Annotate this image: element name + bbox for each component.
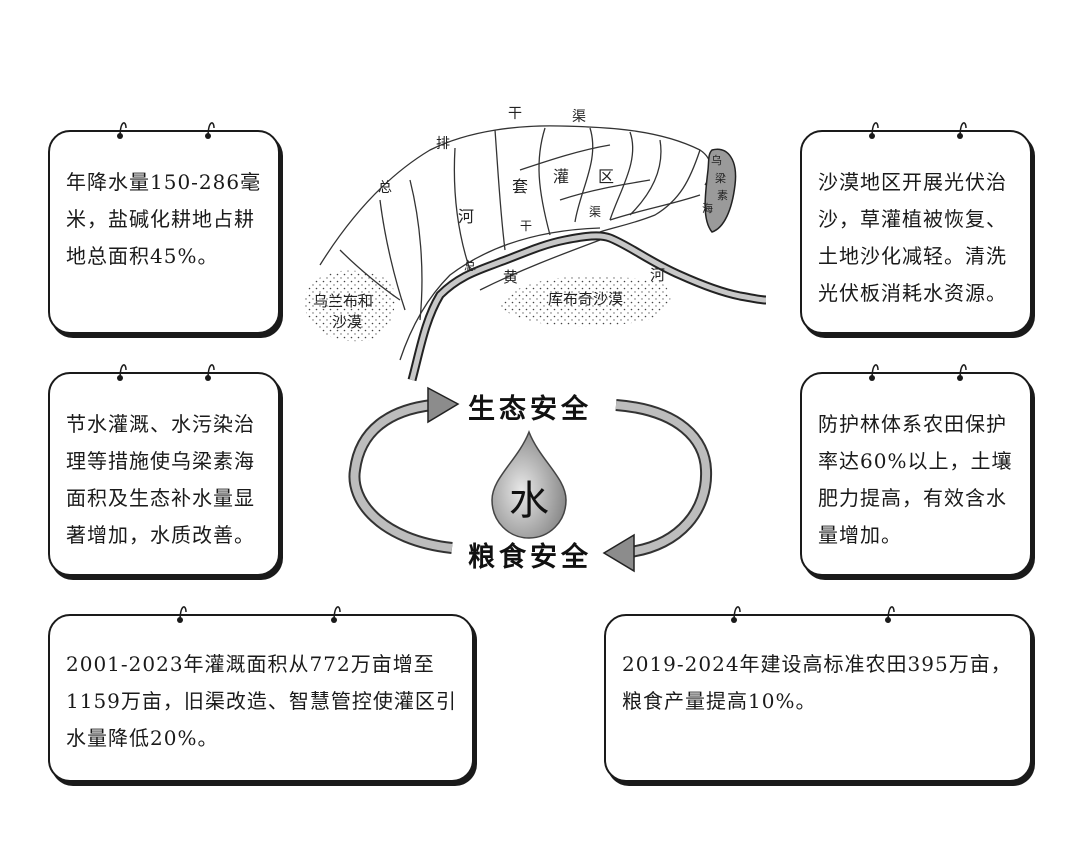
ring-hook-icon	[885, 602, 896, 624]
map-label: 排	[436, 136, 450, 152]
card-text: 沙漠地区开展光伏治沙，草灌植被恢复、土地沙化减轻。清洗光伏板消耗水资源。	[818, 170, 1007, 305]
map-label: 库布奇沙漠	[548, 290, 623, 308]
card-text: 2001-2023年灌溉面积从772万亩增至1159万亩，旧渠改造、智慧管控使灌…	[66, 652, 457, 750]
map-label: 总	[464, 259, 476, 273]
ring-hook-icon	[117, 118, 128, 140]
map-label: 沙漠	[332, 313, 362, 331]
ring-hook-icon	[205, 360, 216, 382]
card-text: 年降水量150-286毫米，盐碱化耕地占耕地总面积45%。	[66, 170, 262, 268]
map-label: 河	[458, 207, 474, 226]
card-shelterbelt: 防护林体系农田保护率达60%以上，土壤肥力提高，有效含水量增加。	[800, 364, 1032, 576]
card-precipitation: 年降水量150-286毫米，盐碱化耕地占耕地总面积45%。	[48, 122, 280, 334]
map-labels: 干 渠 总 排 套 灌 区 河 总 干 渠 黄 河 乌兰布和 沙漠 库布奇沙漠 …	[313, 106, 728, 331]
ring-hook-icon	[117, 360, 128, 382]
arrow-head-icon	[427, 386, 460, 424]
ring-hook-icon	[869, 360, 880, 382]
card-farmland: 2019-2024年建设高标准农田395万亩，粮食产量提高10%。	[604, 606, 1032, 782]
irrigation-canals	[319, 125, 712, 361]
ring-hook-icon	[177, 602, 188, 624]
map-label: 干	[520, 219, 532, 233]
map-label: 海	[702, 201, 713, 215]
ring-hook-icon	[205, 118, 216, 140]
ring-hook-icon	[957, 360, 968, 382]
card-text: 2019-2024年建设高标准农田395万亩，粮食产量提高10%。	[622, 652, 1012, 713]
arrow-head-icon	[602, 533, 635, 573]
card-text: 防护林体系农田保护率达60%以上，土壤肥力提高，有效含水量增加。	[818, 412, 1013, 547]
map-label: 渠	[589, 205, 601, 219]
map-label: 干	[508, 106, 522, 122]
map-label: 套	[512, 177, 528, 196]
cycle-label-ecology: 生态安全	[468, 393, 592, 425]
ring-hook-icon	[731, 602, 742, 624]
map-label: 渠	[572, 109, 586, 125]
card-irrigation-area: 2001-2023年灌溉面积从772万亩增至1159万亩，旧渠改造、智慧管控使灌…	[48, 606, 474, 782]
ring-hook-icon	[869, 118, 880, 140]
map-label: 素	[717, 189, 728, 202]
card-text: 节水灌溉、水污染治理等措施使乌梁素海面积及生态补水量显著增加，水质改善。	[66, 412, 255, 547]
desert-area	[304, 270, 671, 342]
map-label: 乌兰布和	[313, 292, 373, 310]
map-label: 黄	[503, 268, 518, 286]
lake-shape	[704, 148, 737, 233]
cycle-arrows	[348, 386, 713, 573]
cycle-label-food: 粮食安全	[468, 541, 592, 573]
map-label: 灌	[553, 167, 569, 186]
map-label: 乌	[711, 153, 722, 167]
map-label: 河	[650, 266, 665, 284]
card-water-saving: 节水灌溉、水污染治理等措施使乌梁素海面积及生态补水量显著增加，水质改善。	[48, 364, 280, 576]
map-label: 区	[598, 167, 614, 186]
ring-hook-icon	[957, 118, 968, 140]
water-drop-icon	[491, 429, 567, 539]
map-label: 总	[378, 180, 392, 196]
map-label: 梁	[715, 171, 726, 185]
ring-hook-icon	[331, 602, 342, 624]
yellow-river	[407, 231, 767, 382]
card-photovoltaic: 沙漠地区开展光伏治沙，草灌植被恢复、土地沙化减轻。清洗光伏板消耗水资源。	[800, 122, 1032, 334]
water-char: 水	[509, 478, 549, 524]
